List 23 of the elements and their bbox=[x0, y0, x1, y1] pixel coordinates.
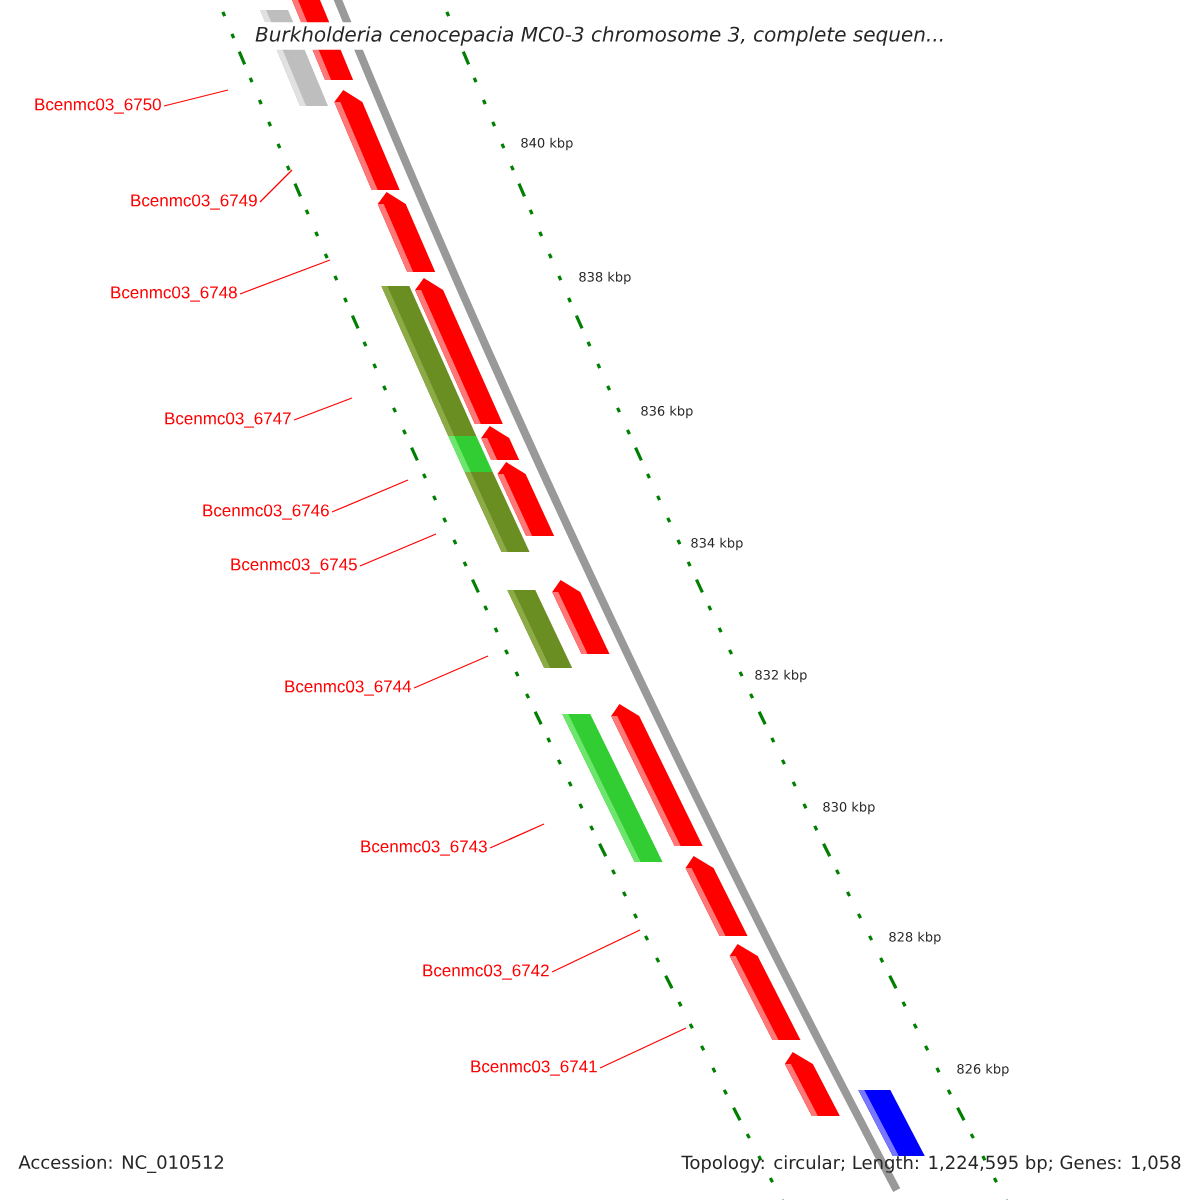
gene-label: Bcenmc03_6744 bbox=[285, 680, 412, 696]
gene-label: Bcenmc03_6747 bbox=[165, 412, 291, 428]
gene-label: Bcenmc03_6741 bbox=[471, 1060, 597, 1076]
accession-text: Accession: NC_010512 bbox=[18, 1155, 224, 1173]
gene-label: Bcenmc03_6749 bbox=[131, 194, 257, 210]
gene-label: Bcenmc03_6748 bbox=[111, 286, 237, 302]
leader-line bbox=[239, 259, 331, 295]
leader-line bbox=[163, 89, 229, 107]
leader-line bbox=[599, 1027, 687, 1069]
leader-line bbox=[259, 169, 293, 203]
leader-line bbox=[331, 479, 409, 513]
gene-label: Bcenmc03_6742 bbox=[423, 964, 549, 980]
leader-line bbox=[551, 929, 641, 973]
gene-label: Bcenmc03_6743 bbox=[361, 840, 487, 856]
gene-label: Bcenmc03_6745 bbox=[231, 558, 357, 574]
leader-line bbox=[293, 397, 353, 421]
gene-label: Bcenmc03_6746 bbox=[203, 504, 329, 520]
leader-line bbox=[359, 533, 437, 567]
leader-line bbox=[413, 655, 489, 689]
gene-label: Bcenmc03_6750 bbox=[35, 98, 161, 114]
leader-line bbox=[489, 823, 545, 849]
title: Burkholderia cenocepacia MC0-3 chromosome 3, complete sequen... bbox=[251, 22, 949, 50]
genome-info-text: Topology: circular; Length: 1,224,595 bp; Genes: 1,058 bbox=[681, 1155, 1181, 1173]
